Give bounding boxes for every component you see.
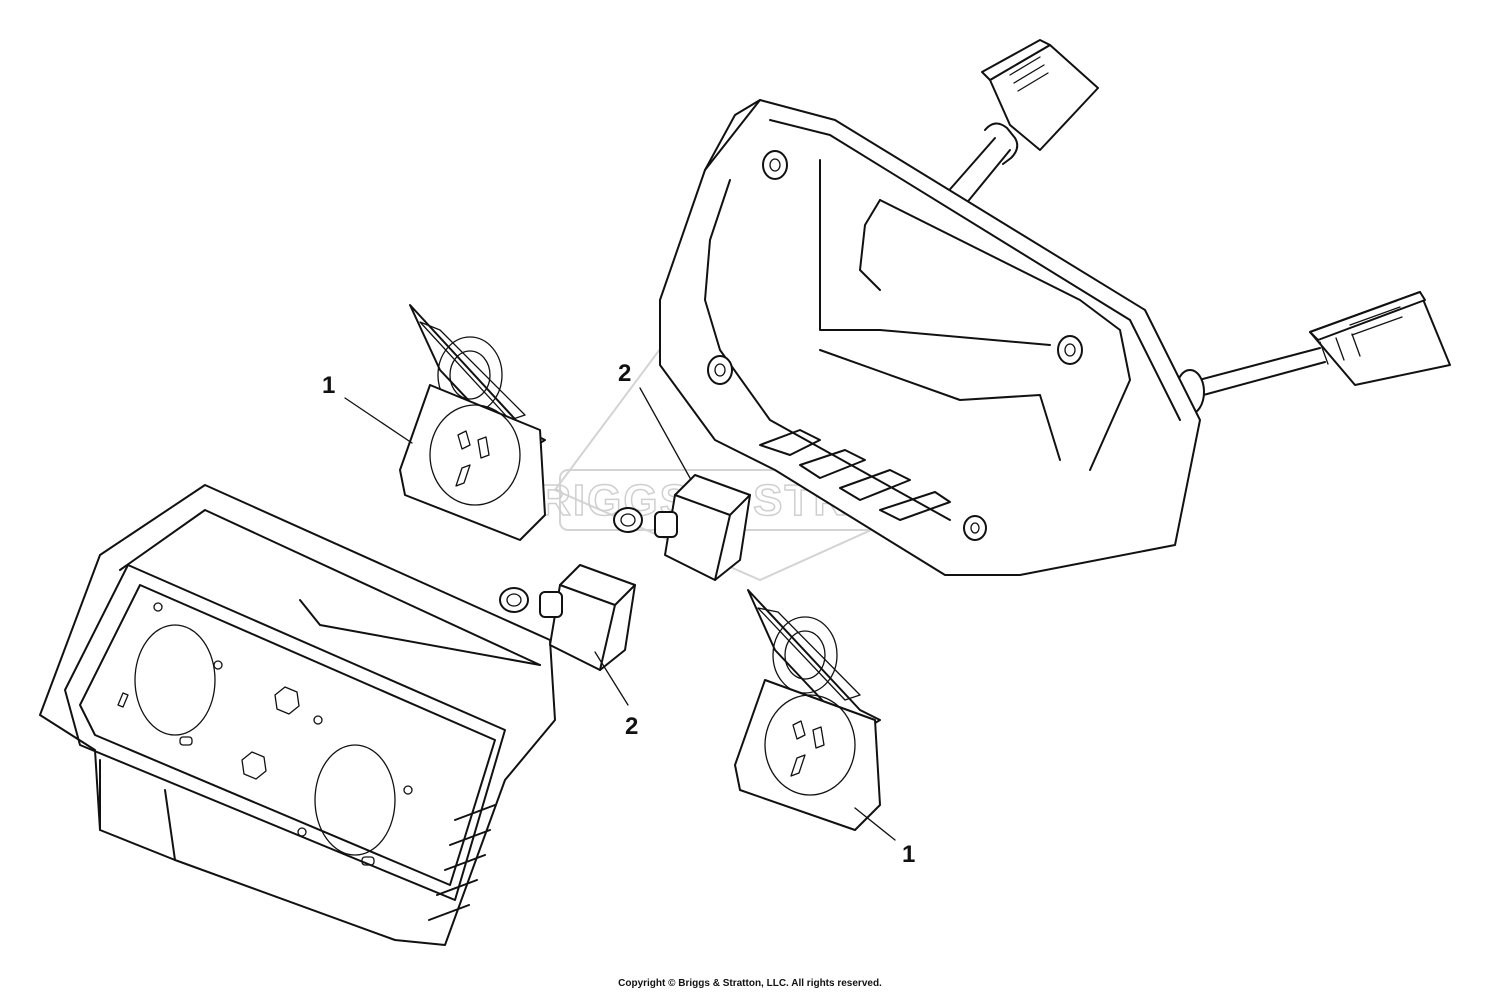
callout-1-top: 1 xyxy=(322,372,335,399)
leader-line-2-top xyxy=(639,387,691,479)
callout-2-top: 2 xyxy=(618,360,631,387)
copyright-notice: Copyright © Briggs & Stratton, LLC. All … xyxy=(618,978,882,989)
top-power-plug xyxy=(981,39,1099,151)
rear-housing xyxy=(659,39,1451,576)
leader-line-2-bottom xyxy=(594,651,629,706)
callout-2-bottom: 2 xyxy=(625,713,638,740)
circuit-breaker-top xyxy=(613,474,751,581)
leader-line-1-top xyxy=(344,397,413,444)
leader-line-1-bottom xyxy=(854,807,896,841)
outlet-assembly-top xyxy=(399,304,546,541)
front-control-panel xyxy=(39,484,556,946)
circuit-breaker-bottom xyxy=(499,564,636,671)
right-power-plug xyxy=(1309,291,1451,386)
outlet-assembly-bottom xyxy=(734,589,881,831)
callout-1-bottom: 1 xyxy=(902,841,915,868)
